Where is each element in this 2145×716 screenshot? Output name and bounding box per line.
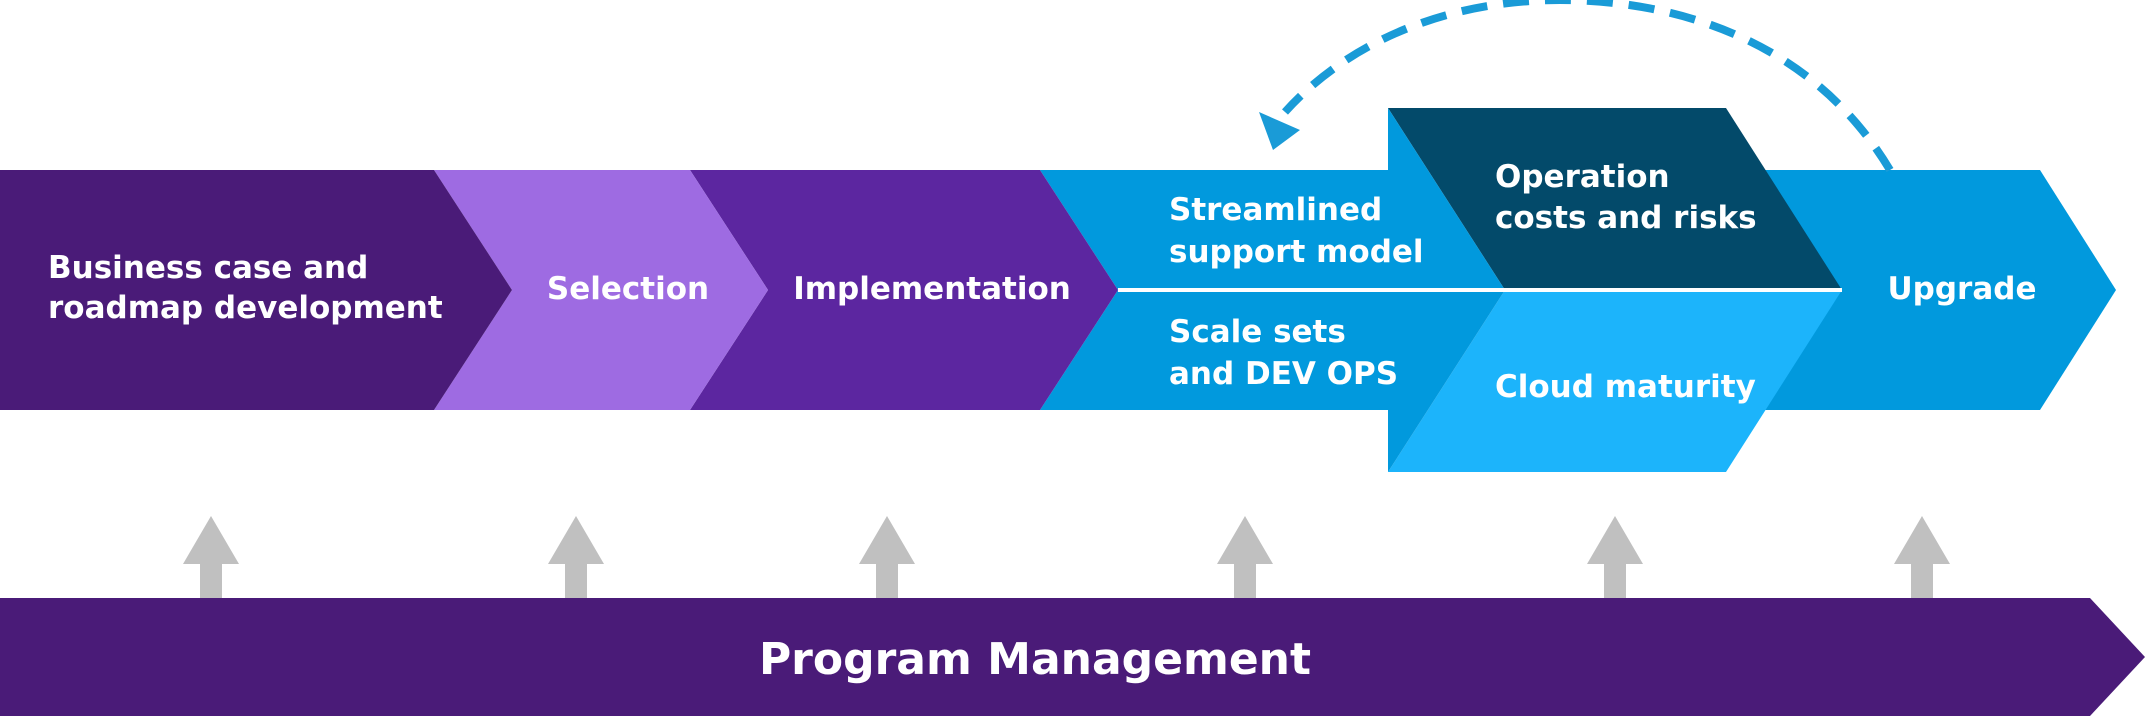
arrow-up-icon — [1587, 516, 1643, 598]
streamlined-label-line1: Streamlined — [1169, 192, 1382, 228]
arrow-up-icon — [1217, 516, 1273, 598]
operation-box — [1388, 108, 1842, 290]
scale-sets-label-line2: and DEV OPS — [1169, 356, 1398, 392]
selection-chevron — [434, 170, 768, 410]
arrow-up-icon — [1894, 516, 1950, 598]
loop-arrowhead-icon — [1259, 112, 1300, 150]
business-case-chevron — [0, 170, 512, 410]
upgrade-chevron — [1760, 170, 2116, 410]
loop-arrow-icon — [1282, 0, 1894, 173]
upgrade-label: Upgrade — [1888, 271, 2037, 307]
arrow-up-icon — [548, 516, 604, 598]
program-management-bar — [0, 598, 2145, 716]
support-arrows — [183, 516, 1950, 598]
business-case-label-line1: Business case and — [48, 250, 368, 286]
streamlined-label-line2: support model — [1169, 234, 1424, 270]
arrow-up-icon — [859, 516, 915, 598]
cloud-maturity-label: Cloud maturity — [1495, 369, 1756, 405]
implementation-chevron — [690, 170, 1118, 410]
arrow-up-icon — [183, 516, 239, 598]
cloud-maturity-box — [1388, 290, 1842, 472]
implementation-label: Implementation — [793, 271, 1071, 307]
operation-label-line1: Operation — [1495, 159, 1670, 195]
scale-sets-label-line1: Scale sets — [1169, 314, 1346, 350]
business-case-label-line2: roadmap development — [48, 290, 443, 326]
operation-label-line2: costs and risks — [1495, 200, 1757, 236]
program-management-label: Program Management — [759, 634, 1311, 685]
selection-label: Selection — [547, 271, 709, 307]
